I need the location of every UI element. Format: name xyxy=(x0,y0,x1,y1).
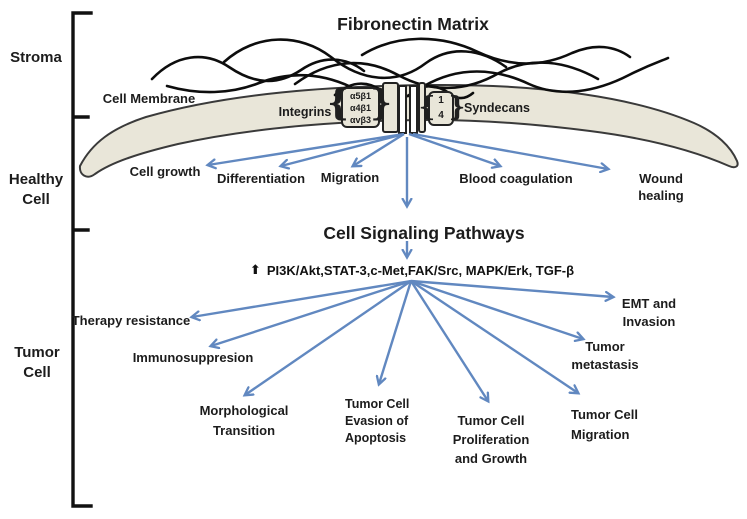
signaling-heading: Cell Signaling Pathways xyxy=(323,223,525,243)
signaling-molecules-label: PI3K/Akt,STAT-3,c-Met,FAK/Src, MAPK/Erk,… xyxy=(266,263,575,278)
transmembrane-channel-left xyxy=(398,85,407,134)
integrin-brace-left-icon: { xyxy=(327,82,349,124)
therapy-resistance-label: Therapy resistance xyxy=(71,313,191,328)
morphological-transition-label: Morphological Transition xyxy=(199,403,289,439)
tumor-signal-arrows xyxy=(192,279,613,401)
arrow-to-immunosuppression xyxy=(211,279,412,346)
arrow-to-cell-growth xyxy=(208,132,405,165)
tumor-metastasis-label: Tumor metastasis xyxy=(571,339,639,373)
cell-growth-label: Cell growth xyxy=(129,164,201,179)
syndecan-box xyxy=(428,91,454,126)
wound-healing-label: Wound healing xyxy=(638,171,684,203)
syndecan-brace-right-icon: } xyxy=(448,91,466,123)
arrow-to-tumor-migration xyxy=(410,280,578,393)
cell-membrane-label: Cell Membrane xyxy=(102,91,196,106)
integrin-subunits-text: α5β1 α4β1 αvβ3 xyxy=(349,91,372,126)
integrin-brace-right-icon: } xyxy=(370,82,392,124)
arrow-to-proliferation xyxy=(409,280,488,401)
emt-invasion-label: EMT and Invasion xyxy=(621,296,677,330)
arrow-to-migration xyxy=(353,132,405,166)
proliferation-growth-label: Tumor Cell Proliferation and Growth xyxy=(452,413,530,466)
apoptosis-evasion-label: Tumor Cell Evasion of Apoptosis xyxy=(345,397,410,446)
upregulation-arrow-icon: ⬆ xyxy=(249,263,261,278)
integrin-subunits-box xyxy=(341,87,380,128)
syndecan-brace-left-icon: { xyxy=(418,91,436,123)
arrow-to-therapy-resistance xyxy=(192,279,412,317)
cell-membrane-shape xyxy=(78,83,739,178)
stroma-label: Stroma xyxy=(10,49,62,66)
differentiation-label: Differentiation xyxy=(216,171,306,186)
arrow-to-apoptosis-evasion xyxy=(379,280,413,384)
arrow-to-wound-healing xyxy=(412,132,608,169)
tumor-cell-label: Tumor Cell xyxy=(14,344,60,381)
receptor-stalk-right xyxy=(418,82,426,133)
healthy-cell-label: Healthy Cell xyxy=(8,171,64,208)
transmembrane-channel-right xyxy=(409,85,418,134)
arrow-to-emt-invasion xyxy=(410,279,613,297)
migration-label: Migration xyxy=(320,170,380,185)
healthy-signal-arrows xyxy=(208,132,608,257)
syndecan-numbers: 1 4 xyxy=(438,95,444,121)
tumor-migration-label: Tumor Cell Migration xyxy=(571,407,638,442)
figure-title: Fibronectin Matrix xyxy=(337,14,489,34)
integrins-label: Integrins xyxy=(278,105,332,119)
immunosuppression-label: Immunosuppresion xyxy=(132,350,254,365)
arrow-to-blood-coagulation xyxy=(408,132,500,166)
blood-coagulation-label: Blood coagulation xyxy=(459,171,573,186)
arrow-to-morphological-transition xyxy=(245,280,412,395)
region-bracket xyxy=(71,11,93,508)
arrow-to-differentiation xyxy=(281,132,405,166)
arrow-to-metastasis xyxy=(410,279,583,339)
syndecans-label: Syndecans xyxy=(463,101,531,115)
signaling-molecules-line: ⬆ PI3K/Akt,STAT-3,c-Met,FAK/Src, MAPK/Er… xyxy=(250,263,574,278)
